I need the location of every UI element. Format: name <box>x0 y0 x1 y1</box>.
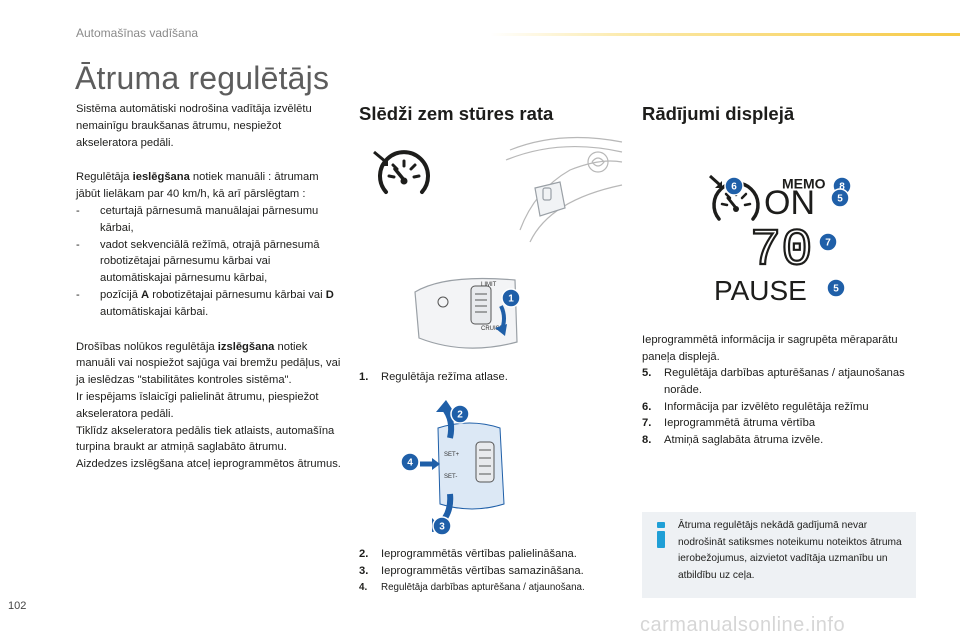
watermark: carmanualsonline.info <box>640 614 846 636</box>
list-item: 1.Regulētāja režīma atlase. <box>359 371 508 383</box>
callout-badge: 3 <box>432 516 452 536</box>
limit-label: LIMIT <box>481 282 497 288</box>
svg-text:8: 8 <box>839 182 845 193</box>
callout-badge: 6 <box>724 176 744 196</box>
svg-text:7: 7 <box>825 238 831 249</box>
section-title-switches: Slēdži zem stūres rata <box>359 103 554 124</box>
display-description: Ieprogrammētā informācija ir sagrupēta m… <box>642 332 912 366</box>
list-item: 5.Regulētāja darbības apturēšanas / atja… <box>642 367 905 396</box>
display-illustration: MEMO ON 70 PAUSE 6 8 5 7 5 <box>708 174 852 306</box>
svg-text:5: 5 <box>837 194 843 205</box>
svg-text:6: 6 <box>731 182 737 193</box>
callout-badge: 4 <box>400 452 420 472</box>
display-list: 5.Regulētāja darbības apturēšanas / atja… <box>642 365 912 449</box>
info-icon <box>657 522 665 548</box>
switch-list-1: 1.Regulētāja režīma atlase. <box>359 369 619 386</box>
header-divider <box>490 33 960 36</box>
svg-text:4: 4 <box>407 458 413 469</box>
on-label: ON <box>764 184 815 222</box>
set-plus-label: SET+ <box>444 452 460 458</box>
list-item: 3.Ieprogrammētās vērtības samazināšana. <box>359 564 584 577</box>
deactivation-paragraph: Drošības nolūkos regulētāja izslēgšana n… <box>76 340 341 387</box>
list-item: -vadot sekvenciālā režīmā, otrajā pārnes… <box>76 238 320 285</box>
memo-label: MEMO <box>782 175 826 191</box>
list-item: - pozīcijā A robotizētajai pārnesumu kār… <box>76 288 334 318</box>
callout-badge: 7 <box>818 232 838 252</box>
section-header: Automašīnas vadīšana <box>76 26 199 40</box>
svg-text:5: 5 <box>833 284 839 295</box>
cruise-label: CRUISE <box>481 326 504 332</box>
svg-text:1: 1 <box>508 294 514 305</box>
list-item: 7.Ieprogrammētā ātruma vērtība <box>642 417 816 430</box>
list-item: -ceturtajā pārnesumā manuālajai pārnesum… <box>76 204 319 234</box>
speed-value: 70 <box>750 221 812 280</box>
callout-badge: 1 <box>501 288 521 308</box>
callout-badge: 5 <box>826 278 846 298</box>
left-column: Sistēma automātiski nodrošina vadītāja i… <box>76 101 344 473</box>
info-note-text: Ātruma regulētājs nekādā gadījumā nevar … <box>678 520 902 581</box>
list-item: 8.Atmiņā saglabāta ātruma izvēle. <box>642 434 824 447</box>
section-title-display: Rādījumi displejā <box>642 103 795 124</box>
list-item: 6.Informācija par izvēlēto regulētāja re… <box>642 400 869 413</box>
callout-badge: 2 <box>450 404 470 424</box>
display-intro: Ieprogrammētā informācija ir sagrupēta m… <box>642 334 898 363</box>
extra-paragraph: Aizdedzes izslēgšana atceļ ieprogrammēto… <box>76 458 341 471</box>
svg-text:2: 2 <box>457 410 463 421</box>
speedometer-icon <box>378 150 430 194</box>
pause-label: PAUSE <box>714 275 807 306</box>
steering-wheel-illustration <box>373 136 623 243</box>
extra-paragraph: Ir iespējams īslaicīgi palielināt ātrumu… <box>76 390 319 420</box>
activation-paragraph: Regulētāja ieslēgšana notiek manuāli : ā… <box>76 171 319 201</box>
intro-paragraph: Sistēma automātiski nodrošina vadītāja i… <box>76 103 312 149</box>
page-title: Ātruma regulētājs <box>75 60 330 96</box>
svg-text:3: 3 <box>439 522 445 533</box>
list-item: 4.Regulētāja darbības apturēšana / atjau… <box>359 581 585 593</box>
info-note: Ātruma regulētājs nekādā gadījumā nevar … <box>642 512 916 598</box>
stalk-switch-setting-illustration: SET+ SET- 2 3 4 <box>400 400 505 536</box>
list-item: 2.Ieprogrammētās vērtības palielināšana. <box>359 548 577 560</box>
page-number: 102 <box>8 600 27 612</box>
callout-badge: 5 <box>830 188 850 208</box>
extra-paragraph: Tiklīdz akseleratora pedālis tiek atlais… <box>76 424 335 454</box>
switch-list-2: 2.Ieprogrammētās vērtības palielināšana.… <box>359 546 629 596</box>
set-minus-label: SET- <box>444 474 457 480</box>
stalk-switch-mode-illustration: LIMIT CRUISE 1 <box>414 277 521 349</box>
